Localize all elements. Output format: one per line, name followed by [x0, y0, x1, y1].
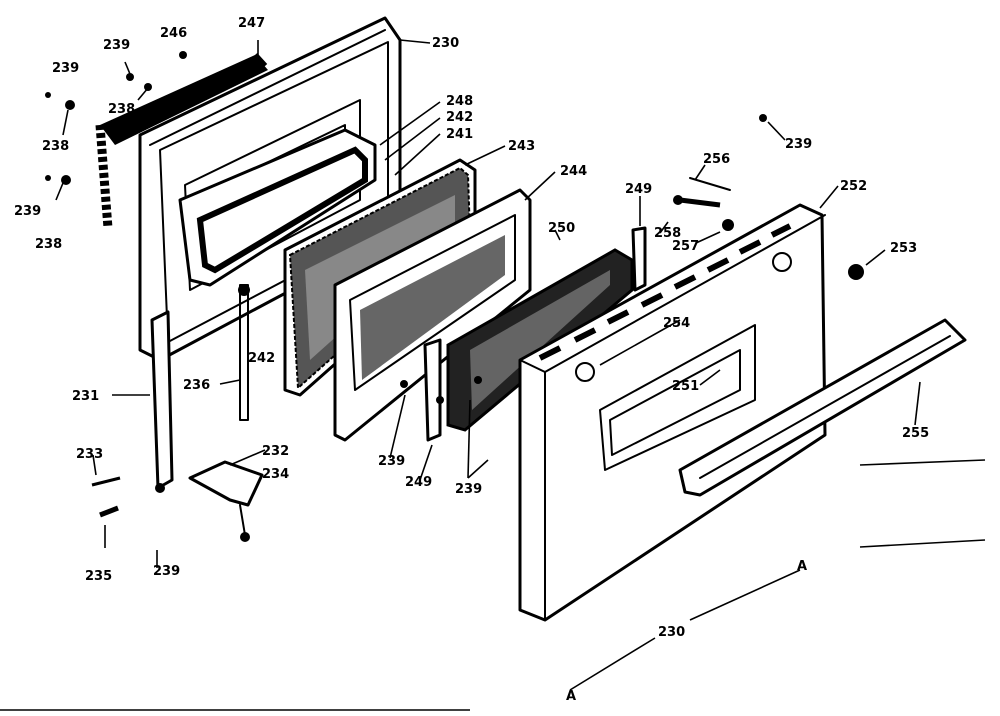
outer-door-panel-part: [518, 203, 827, 622]
callout-256: 256: [703, 152, 730, 167]
callout-244: 244: [560, 164, 587, 179]
callout-230-top: 230: [432, 36, 459, 51]
callout-249-top: 249: [625, 182, 652, 197]
callout-247: 247: [238, 16, 265, 31]
callout-243: 243: [508, 139, 535, 154]
callout-234: 234: [262, 467, 289, 482]
hinge-249-top-part: [631, 226, 647, 292]
callout-255: 255: [902, 426, 929, 441]
callout-246: 246: [160, 26, 187, 41]
hinge-lever-part: [188, 460, 264, 542]
callout-239-mid2: 239: [455, 482, 482, 497]
callout-258: 258: [654, 226, 681, 241]
callout-257: 257: [672, 239, 699, 254]
callout-239-c: 239: [14, 204, 41, 219]
callout-254: 254: [663, 316, 690, 331]
callout-242-b: 242: [248, 351, 275, 366]
left-hinge-part: [150, 310, 174, 493]
callout-239-mid: 239: [378, 454, 405, 469]
vent-slots: [538, 223, 792, 361]
callout-230-bot: 230: [658, 625, 685, 640]
callout-241: 241: [446, 127, 473, 142]
callout-238-a: 238: [108, 102, 135, 117]
callout-labels: 230 239 246 247 239 238 238 239 238 248 …: [14, 16, 929, 704]
callout-231: 231: [72, 389, 99, 404]
section-mark-a-top: A: [797, 559, 807, 574]
callout-239-tr: 239: [785, 137, 812, 152]
callout-238-b: 238: [42, 139, 69, 154]
callout-239-b: 239: [52, 61, 79, 76]
callout-253: 253: [890, 241, 917, 256]
callout-252: 252: [840, 179, 867, 194]
section-mark-a-bottom: A: [566, 689, 576, 704]
callout-238-c: 238: [35, 237, 62, 252]
door-gasket-part: [95, 52, 268, 229]
callout-235: 235: [85, 569, 112, 584]
hinge-249-bottom-part: [423, 338, 442, 442]
door-handle-part: [678, 318, 967, 497]
callout-249-bot: 249: [405, 475, 432, 490]
callout-233: 233: [76, 447, 103, 462]
callout-248: 248: [446, 94, 473, 109]
fastener-screws: [45, 51, 864, 518]
callout-236: 236: [183, 378, 210, 393]
leader-lines: [0, 39, 986, 711]
callout-250: 250: [548, 221, 575, 236]
door-glass-part: [446, 248, 634, 432]
screw-head-left: [575, 362, 595, 382]
callout-251: 251: [672, 379, 699, 394]
callout-232: 232: [262, 444, 289, 459]
callout-239-a: 239: [103, 38, 130, 53]
window-frame-part: [178, 128, 377, 287]
callout-239-bot: 239: [153, 564, 180, 579]
inner-door-frame-part: [333, 188, 532, 442]
hinge-236-part: [238, 284, 250, 421]
screw-head-right: [772, 252, 792, 272]
callout-242: 242: [446, 110, 473, 125]
